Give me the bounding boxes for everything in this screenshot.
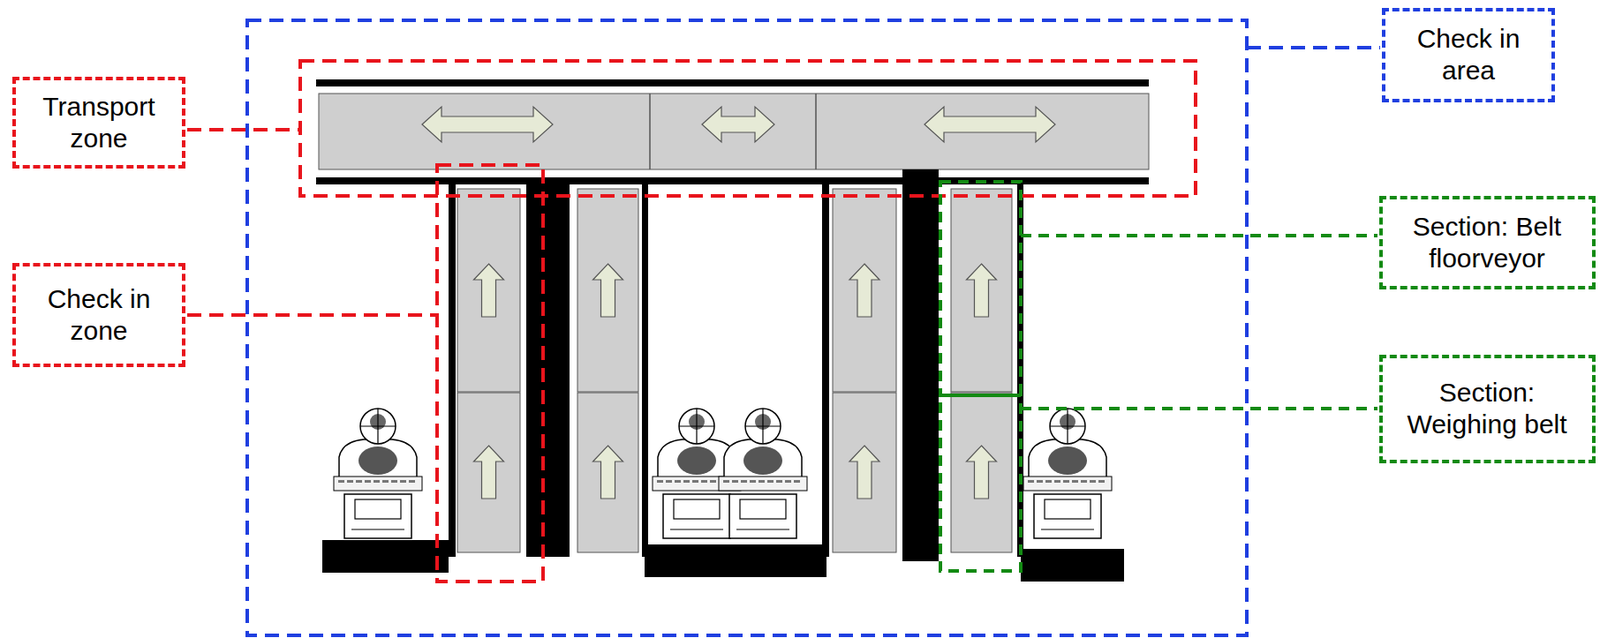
- direction-arrow: [849, 264, 880, 317]
- belt-segment: [832, 188, 897, 393]
- callout-label: Section: Weighing belt: [1392, 377, 1583, 441]
- direction-arrow: [924, 106, 1056, 143]
- callout-label: Section: Belt floorveyor: [1392, 211, 1583, 275]
- platform: [1020, 549, 1125, 582]
- belt-segment: [577, 188, 639, 393]
- check-in-zone-outline: [437, 165, 544, 582]
- column: [526, 183, 570, 558]
- direction-arrow: [701, 106, 775, 143]
- operator-figure: [1023, 408, 1112, 539]
- platform: [644, 544, 827, 578]
- column: [902, 169, 939, 562]
- rail: [316, 79, 1149, 87]
- belt-segment: [832, 392, 897, 553]
- section-outline: [940, 395, 1021, 572]
- direction-arrow: [593, 264, 624, 317]
- direction-arrow: [966, 445, 997, 499]
- direction-arrow: [474, 445, 505, 499]
- rail: [316, 177, 1149, 185]
- operator-figure: [718, 408, 808, 539]
- leader-line: [1020, 407, 1378, 411]
- direction-arrow: [593, 445, 624, 499]
- belt-segment: [950, 392, 1012, 553]
- belt-segment: [457, 392, 521, 553]
- side-rail: [641, 183, 649, 558]
- belt-divider: [815, 93, 817, 170]
- belt-segment: [577, 392, 639, 553]
- direction-arrow: [966, 264, 997, 317]
- callout-label: Check in area: [1402, 22, 1535, 87]
- direction-arrow: [422, 106, 553, 143]
- section-outline: [940, 181, 1021, 396]
- side-rail: [448, 183, 456, 558]
- callout-box: Check in zone: [12, 263, 186, 368]
- callout-box: Transport zone: [12, 76, 186, 169]
- transport-belt: [318, 93, 1149, 170]
- belt-segment: [950, 188, 1012, 393]
- side-rail: [822, 183, 830, 558]
- callout-box: Section: Weighing belt: [1379, 354, 1596, 464]
- belt-divider: [649, 93, 651, 170]
- check-in-area-outline: [247, 20, 1247, 636]
- leader-line: [187, 313, 438, 317]
- belt-segment: [457, 188, 521, 393]
- callout-label: Check in zone: [32, 283, 166, 348]
- callout-label: Transport zone: [32, 90, 166, 155]
- operator-figure: [333, 408, 423, 539]
- leader-line: [1246, 45, 1381, 50]
- platform: [322, 540, 449, 574]
- callout-box: Section: Belt floorveyor: [1379, 196, 1596, 290]
- direction-arrow: [474, 264, 505, 317]
- leader-line: [1020, 233, 1378, 238]
- callout-box: Check in area: [1381, 7, 1555, 103]
- leader-line: [187, 128, 301, 132]
- direction-arrow: [849, 445, 880, 499]
- transport-zone-outline: [300, 60, 1196, 197]
